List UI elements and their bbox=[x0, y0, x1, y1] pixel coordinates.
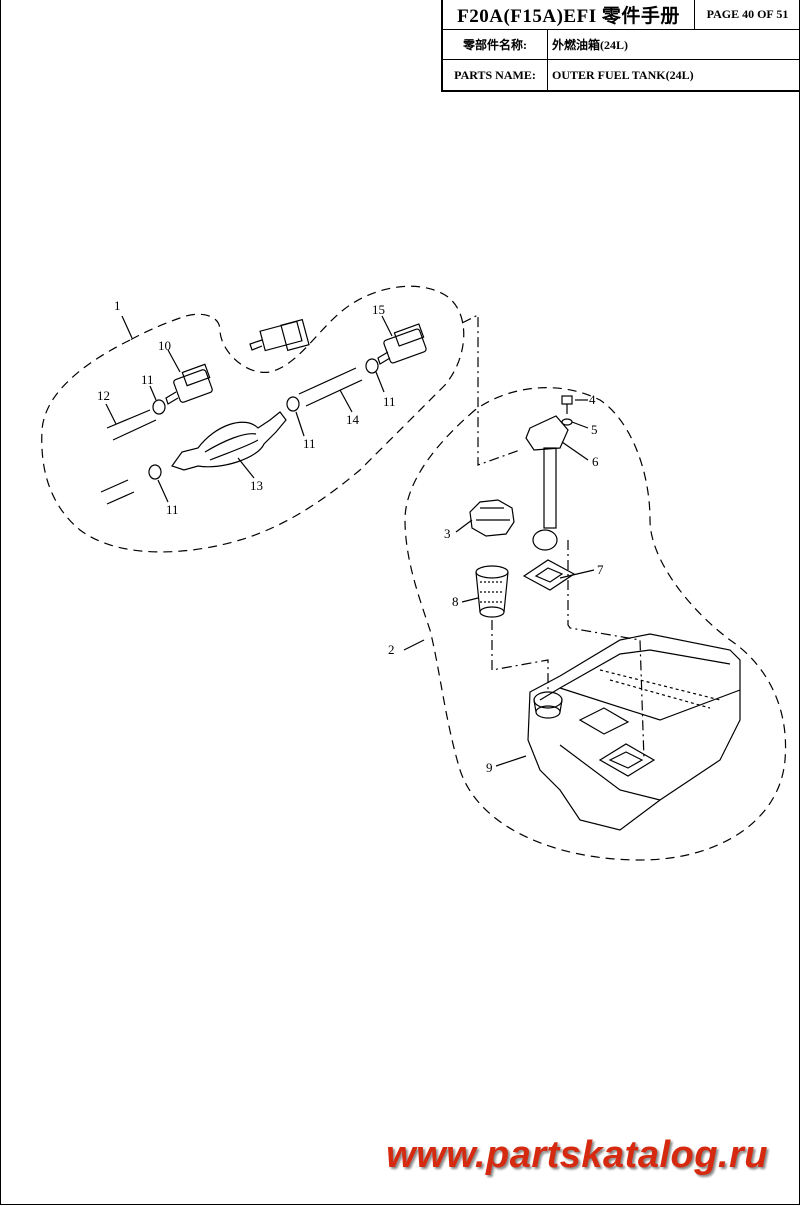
connector-part-10 bbox=[165, 363, 213, 405]
callout-3: 3 bbox=[444, 526, 451, 541]
leader-2 bbox=[403, 639, 425, 651]
callout-15: 15 bbox=[372, 302, 385, 317]
cn-name-label: 零部件名称: bbox=[443, 30, 548, 59]
leader-5 bbox=[571, 421, 589, 429]
callout-2: 2 bbox=[388, 642, 395, 657]
gasket-part-7 bbox=[522, 559, 576, 591]
callout-8: 8 bbox=[452, 594, 459, 609]
leader-1 bbox=[121, 315, 133, 339]
hose-12-lower bbox=[100, 479, 135, 505]
group-connector-line bbox=[461, 314, 521, 466]
title-block: F20A(F15A)EFI 零件手册 PAGE 40 OF 51 零部件名称: … bbox=[441, 0, 800, 92]
assembly-line-gauge bbox=[567, 540, 645, 761]
screw-part-4 bbox=[561, 395, 573, 414]
clamp-11-b bbox=[148, 464, 162, 480]
en-name-row: PARTS NAME: OUTER FUEL TANK(24L) bbox=[443, 60, 800, 90]
leader-3 bbox=[455, 519, 473, 533]
assembly-line-filter bbox=[491, 620, 549, 690]
fuel-tank-part-9 bbox=[527, 633, 741, 831]
clamp-11-d bbox=[365, 358, 379, 374]
clamp-11-a bbox=[152, 399, 166, 415]
callout-14: 14 bbox=[346, 412, 360, 427]
en-name-value: OUTER FUEL TANK(24L) bbox=[552, 67, 694, 82]
en-name-label: PARTS NAME: bbox=[443, 60, 548, 90]
callout-1: 1 bbox=[114, 298, 121, 313]
callout-11-c: 11 bbox=[303, 436, 316, 451]
float-part-3 bbox=[469, 499, 515, 537]
spare-connector bbox=[249, 318, 310, 352]
callout-4: 4 bbox=[589, 392, 596, 407]
leader-6 bbox=[561, 441, 589, 461]
cn-name-row: 零部件名称: 外燃油箱(24L) bbox=[443, 30, 800, 60]
fuel-gauge-part-6 bbox=[525, 415, 569, 551]
connector-part-15 bbox=[377, 323, 427, 365]
page-number: PAGE 40 OF 51 bbox=[706, 7, 789, 21]
callout-11-a: 11 bbox=[141, 372, 154, 387]
clamp-11-c bbox=[286, 396, 300, 412]
leader-9 bbox=[495, 755, 527, 767]
leader-12 bbox=[105, 403, 117, 425]
callout-5: 5 bbox=[591, 422, 598, 437]
callout-11-b: 11 bbox=[166, 502, 179, 517]
title-row: F20A(F15A)EFI 零件手册 PAGE 40 OF 51 bbox=[443, 0, 800, 30]
leader-13 bbox=[237, 457, 255, 479]
callout-13: 13 bbox=[250, 478, 263, 493]
leader-7 bbox=[559, 569, 595, 579]
group-2-boundary bbox=[404, 387, 787, 861]
callout-11-d: 11 bbox=[383, 394, 396, 409]
group-1-boundary bbox=[41, 285, 465, 553]
watermark-url: www.partskatalog.ru bbox=[386, 1134, 768, 1176]
callout-9: 9 bbox=[486, 760, 493, 775]
hose-12-upper bbox=[106, 409, 157, 441]
callout-10: 10 bbox=[158, 338, 171, 353]
leader-11b bbox=[157, 479, 169, 503]
leader-14 bbox=[339, 389, 353, 413]
leader-15 bbox=[381, 315, 393, 337]
filter-part-8 bbox=[475, 565, 509, 618]
leader-11c bbox=[295, 411, 305, 437]
manual-title: F20A(F15A)EFI 零件手册 bbox=[443, 0, 695, 29]
cn-name-value: 外燃油箱(24L) bbox=[552, 38, 628, 52]
callout-12: 12 bbox=[97, 388, 110, 403]
callout-7: 7 bbox=[597, 562, 604, 577]
leader-11a bbox=[149, 385, 157, 401]
hose-14 bbox=[298, 367, 363, 407]
callout-6: 6 bbox=[592, 454, 599, 469]
leader-8 bbox=[461, 597, 479, 603]
primer-bulb-13 bbox=[171, 411, 287, 471]
leader-10 bbox=[167, 349, 181, 373]
leader-11d bbox=[375, 371, 385, 393]
